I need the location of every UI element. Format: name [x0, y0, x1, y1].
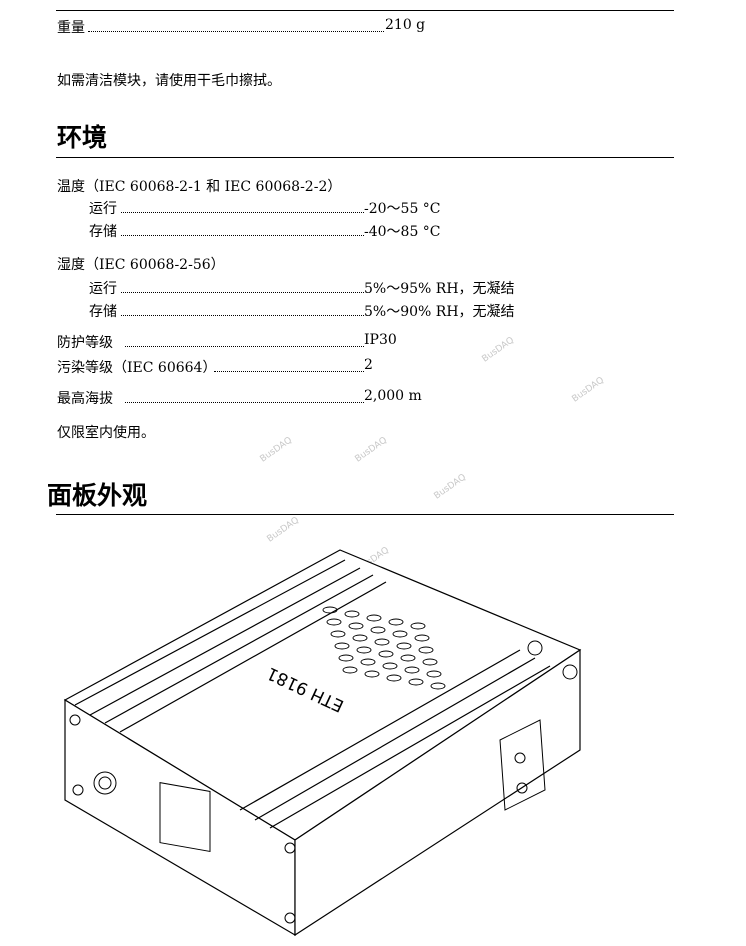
vent-slot	[342, 666, 358, 674]
vent-slot	[374, 638, 390, 646]
weight-label: 重量	[57, 20, 85, 36]
ip-value: IP30	[364, 332, 397, 348]
vent-slot	[426, 670, 442, 678]
watermark: BusDAQ	[432, 472, 468, 502]
vent-slot	[388, 618, 404, 626]
watermark: BusDAQ	[480, 335, 516, 365]
temp-operating-value: -20～55 °C	[364, 201, 441, 217]
vent-slot	[410, 622, 426, 630]
vent-slot	[382, 662, 398, 670]
vent-slot	[366, 614, 382, 622]
vent-slot	[360, 658, 376, 666]
vent-slot	[414, 634, 430, 642]
watermark: BusDAQ	[570, 375, 606, 405]
section-heading-panel: 面板外观	[47, 481, 148, 510]
device-illustration: ETH 9181	[63, 549, 582, 937]
vent-slot	[326, 618, 342, 626]
vent-slot	[418, 646, 434, 654]
altitude-value: 2,000 m	[364, 388, 422, 404]
humidity-storage-label: 存储	[89, 304, 117, 320]
vent-slot	[396, 642, 412, 650]
vent-slot	[370, 626, 386, 634]
divider	[56, 157, 674, 158]
vent-slot	[430, 682, 446, 690]
leader-dots	[88, 31, 384, 32]
vent-slot	[352, 634, 368, 642]
pollution-value: 2	[364, 357, 373, 373]
humidity-label: 湿度（IEC 60068-2-56）	[57, 257, 225, 273]
leader-dots	[125, 402, 364, 403]
leader-dots	[214, 371, 364, 372]
vent-slot	[348, 622, 364, 630]
ip-label: 防护等级	[57, 335, 113, 351]
temp-operating-label: 运行	[89, 201, 117, 217]
divider	[56, 10, 674, 11]
indoor-note: 仅限室内使用。	[57, 425, 155, 441]
leader-dots	[125, 346, 364, 347]
vent-slot	[356, 646, 372, 654]
humidity-operating-value: 5%～95% RH，无凝结	[364, 281, 515, 297]
weight-value: 210 g	[385, 17, 426, 33]
vent-slot	[330, 630, 346, 638]
vent-slot	[392, 630, 408, 638]
humidity-storage-value: 5%～90% RH，无凝结	[364, 304, 515, 320]
leader-dots	[121, 292, 364, 293]
vent-slot	[404, 666, 420, 674]
vent-slot	[322, 606, 338, 614]
humidity-operating-label: 运行	[89, 281, 117, 297]
vent-slot	[338, 654, 354, 662]
temp-label: 温度（IEC 60068-2-1 和 IEC 60068-2-2）	[57, 179, 342, 195]
leader-dots	[121, 235, 364, 236]
leader-dots	[121, 212, 364, 213]
watermark: BusDAQ	[353, 435, 389, 465]
divider	[56, 514, 674, 515]
vent-slot	[344, 610, 360, 618]
vent-slot	[378, 650, 394, 658]
section-heading-environment: 环境	[57, 123, 108, 152]
vent-slot	[386, 674, 402, 682]
temp-storage-value: -40～85 °C	[364, 224, 441, 240]
pollution-label: 污染等级（IEC 60664）	[57, 360, 217, 376]
altitude-label: 最高海拔	[57, 391, 113, 407]
temp-storage-label: 存储	[89, 224, 117, 240]
vent-slot	[422, 658, 438, 666]
cleaning-note: 如需清洁模块，请使用干毛巾擦拭。	[57, 73, 281, 89]
vent-slot	[408, 678, 424, 686]
leader-dots	[121, 315, 364, 316]
vent-slot	[334, 642, 350, 650]
vent-slot	[364, 670, 380, 678]
watermark: BusDAQ	[258, 435, 294, 465]
vent-slot	[400, 654, 416, 662]
